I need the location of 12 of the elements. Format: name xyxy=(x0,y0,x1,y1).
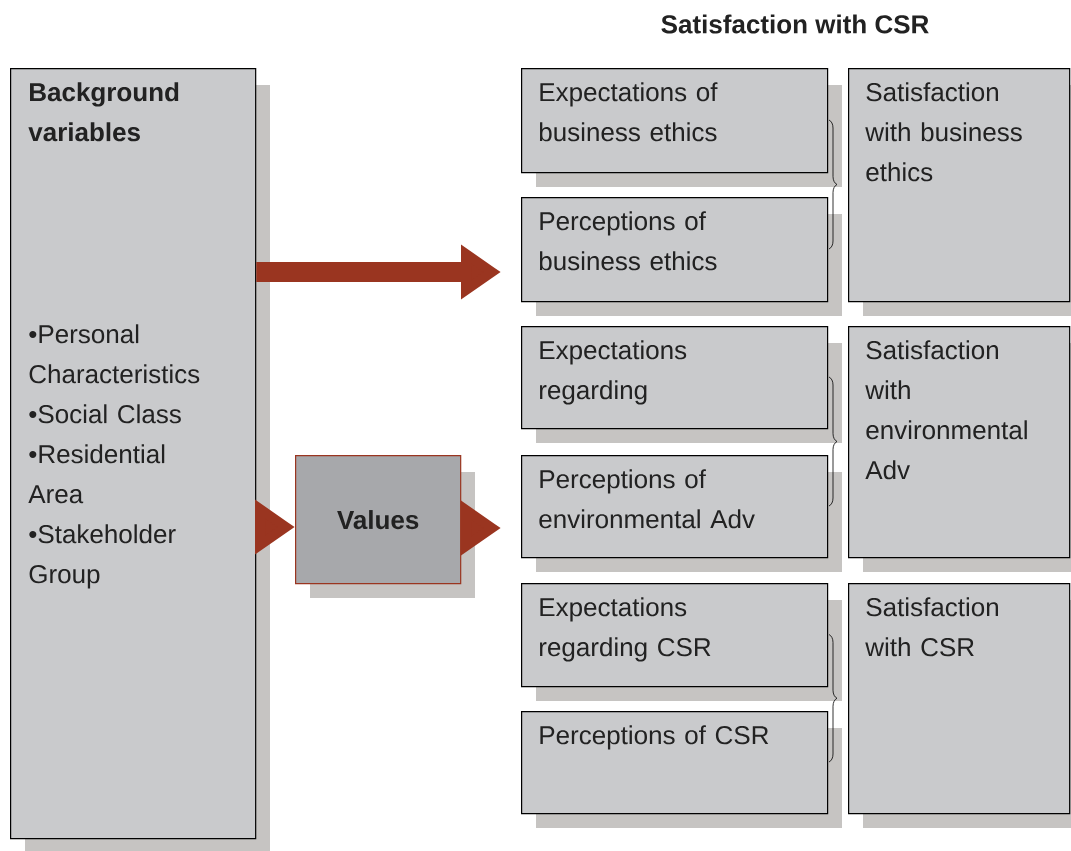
concept-box: Satisfaction with environmental Adv xyxy=(848,326,1071,572)
concept-box: Satisfaction with CSR xyxy=(848,583,1071,828)
concept-box: Perceptions of CSR xyxy=(521,711,842,828)
concept-box: Expectations regarding CSR xyxy=(521,583,842,701)
title: Satisfaction with CSR xyxy=(661,14,929,34)
concept-box: Expectations of business ethics xyxy=(521,68,842,187)
values-box: Values xyxy=(295,455,475,598)
variables-box: Background variables •Personal Characteristics •Social Class •Residential Area •Stakeholder Group xyxy=(10,68,270,851)
concept-box: Expectations regarding xyxy=(521,326,842,443)
concept-box: Perceptions of environmental Adv xyxy=(521,455,842,572)
concept-box: Perceptions of business ethics xyxy=(521,197,842,316)
concept-box: Satisfaction with business ethics xyxy=(848,68,1071,316)
